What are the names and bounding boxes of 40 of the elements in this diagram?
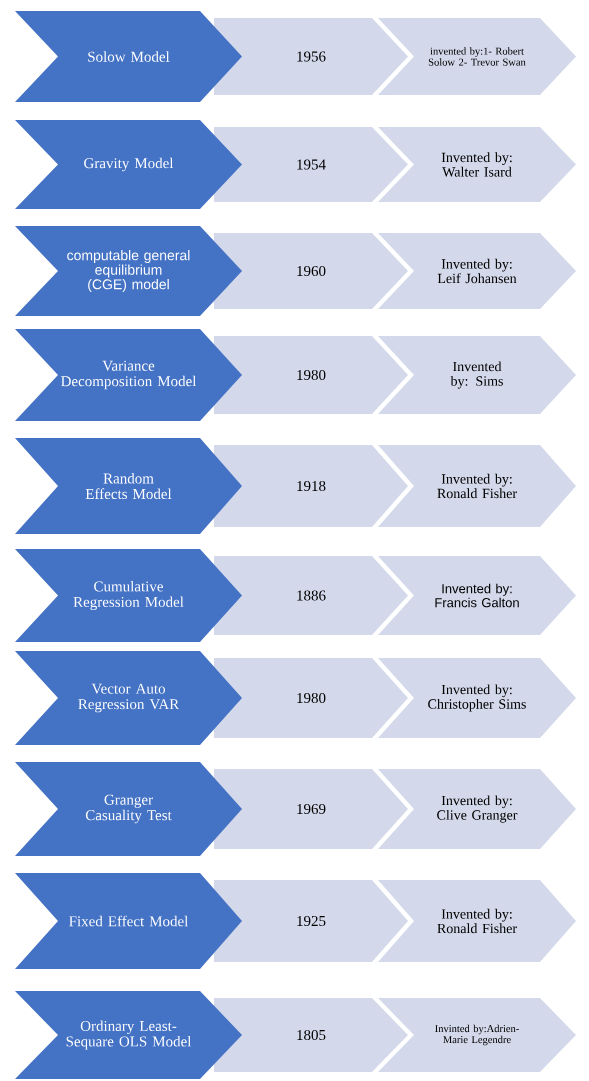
node-label: Invented by: Francis Galton [435, 583, 519, 608]
inventor-banner: Invented by: Walter Isard [378, 127, 576, 202]
node-label: Invented by: Sims [450, 361, 503, 389]
model-banner: Ordinary Least-Sequare OLS Model [15, 991, 242, 1079]
model-banner: Cumulative Regression Model [15, 549, 242, 642]
inventor-banner: Invented by: Clive Granger [378, 769, 576, 849]
node-label: Invented by: Christopher Sims [428, 684, 526, 712]
inventor-banner: Invented by: Ronald Fisher [378, 880, 576, 962]
node-label: Invented by: Ronald Fisher [437, 473, 517, 499]
node-label: 1956 [297, 51, 326, 62]
node-label: 1969 [297, 803, 326, 815]
model-banner: Vector Auto Regression VAR [15, 651, 242, 745]
node-label: 1805 [297, 1029, 326, 1041]
node-label: Invinted by:Adrien-Marie Legendre [435, 1024, 519, 1046]
node-label: Invented by: Clive Granger [437, 795, 518, 823]
model-banner: Variance Decomposition Model [15, 329, 242, 421]
inventor-banner: Invented by: Ronald Fisher [378, 445, 576, 527]
inventor-banner: Invinted by:Adrien-Marie Legendre [378, 998, 576, 1072]
node-label: 1954 [297, 159, 326, 170]
inventor-banner: Invented by: Leif Johansen [378, 233, 576, 309]
inventor-banner: invented by:1- Robert Solow 2- Trevor Swan [378, 18, 576, 95]
inventor-banner: Invented by: Christopher Sims [378, 658, 576, 738]
node-label: Invented by: Walter Isard [441, 152, 512, 177]
model-banner: Gravity Model [15, 120, 242, 209]
model-banner: Fixed Effect Model [15, 873, 242, 969]
node-label: 1960 [297, 265, 326, 277]
inventor-banner: Invented by: Sims [378, 336, 576, 414]
node-label: 1925 [297, 915, 326, 927]
node-label: Invented by: Ronald Fisher [437, 908, 517, 934]
inventor-banner: Invented by: Francis Galton [378, 556, 576, 635]
model-banner: Granger Casuality Test [15, 762, 242, 856]
node-label: 1886 [297, 590, 326, 601]
node-label: invented by:1- Robert Solow 2- Trevor Swan [428, 47, 526, 66]
model-banner: Random Effects Model [15, 438, 242, 534]
node-label: 1980 [297, 369, 326, 381]
node-label: Invented by: Leif Johansen [437, 258, 517, 284]
node-label: 1980 [297, 692, 326, 704]
node-label: 1918 [297, 480, 326, 492]
model-banner: computable general equilibrium (CGE) model [15, 226, 242, 316]
model-banner: Solow Model [15, 11, 242, 102]
